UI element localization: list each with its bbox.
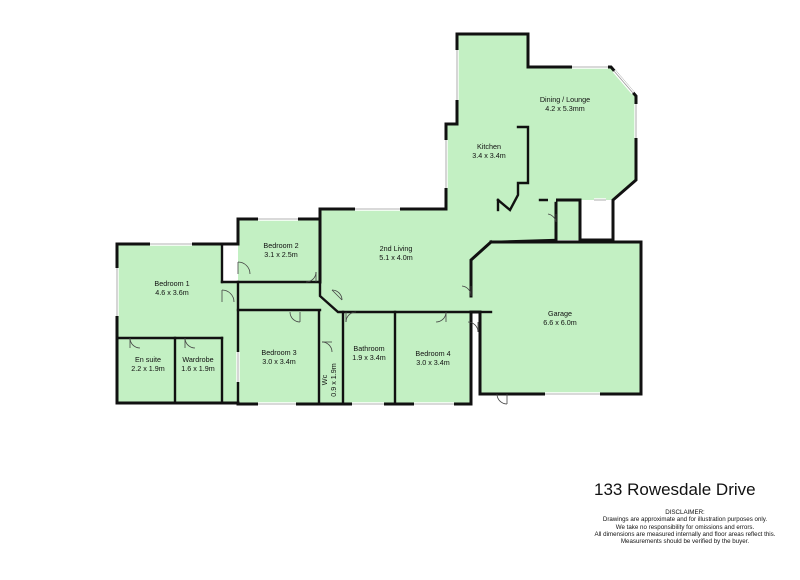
floor-fills [117,34,641,404]
disclaimer-line: All dimensions are measured internally a… [594,530,776,538]
wc-size: 0.9 x 1.9m [329,363,338,397]
interior-walls [115,125,558,406]
dining-lounge-size: 4.2 x 5.3mm [545,104,585,113]
room-labels: Dining / Lounge 4.2 x 5.3mm Kitchen 3.4 … [131,95,590,397]
wardrobe-size: 1.6 x 1.9m [181,364,215,373]
disclaimer-line: Measurements should be verified by the b… [620,538,750,546]
garage-name: Garage [548,309,572,318]
disclaimer-heading: DISCLAIMER: [665,509,705,516]
ensuite-name: En suite [135,355,161,364]
kitchen-size: 3.4 x 3.4m [472,151,506,160]
garage-size: 6.6 x 6.0m [543,318,577,327]
wc-name: Wc [320,374,329,385]
wc-floor [319,310,343,404]
bathroom-size: 1.9 x 3.4m [352,353,386,362]
bedroom4-size: 3.0 x 3.4m [416,358,450,367]
hallway-floor [238,282,471,312]
ensuite-size: 2.2 x 1.9m [131,364,165,373]
bedroom1-floor [117,244,238,403]
bathroom-floor [343,310,395,404]
second-living-floor [320,200,556,310]
kitchen-name: Kitchen [477,142,501,151]
bedroom2-floor [238,219,320,282]
dining-kitchen-floor [446,34,636,240]
bedroom3-name: Bedroom 3 [261,348,296,357]
bedroom3-size: 3.0 x 3.4m [262,357,296,366]
second-living-size: 5.1 x 4.0m [379,253,413,262]
bathroom-name: Bathroom [353,344,384,353]
windows [115,50,638,406]
property-address: 133 Rowesdale Drive [594,480,756,499]
wardrobe-name: Wardrobe [182,355,213,364]
bedroom3-floor [238,310,319,404]
bedroom1-size: 4.6 x 3.6m [155,288,189,297]
doors [129,198,557,405]
bedroom4-name: Bedroom 4 [415,349,450,358]
dining-lounge-name: Dining / Lounge [540,95,590,104]
disclaimer-line: We take no responsibility for omissions … [615,523,755,531]
disclaimer-line: Drawings are approximate and for illustr… [602,516,768,524]
bedroom4-floor [395,310,471,404]
bedroom2-size: 3.1 x 2.5m [264,250,298,259]
garage-floor [471,242,641,394]
bedroom2-name: Bedroom 2 [263,241,298,250]
disclaimer: DISCLAIMER: Drawings are approximate and… [570,509,800,545]
bedroom1-name: Bedroom 1 [154,279,189,288]
second-living-name: 2nd Living [380,244,413,253]
